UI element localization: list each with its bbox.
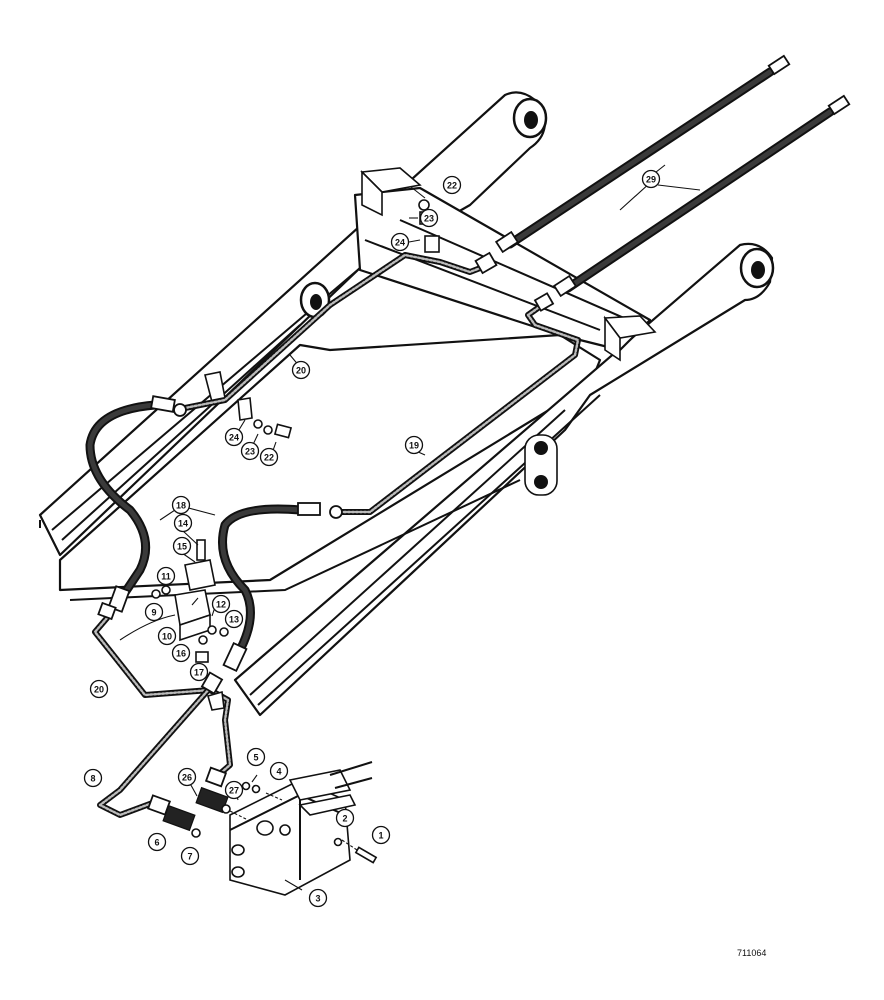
steel-tubes	[92, 252, 581, 818]
callout-c17: 17	[189, 662, 209, 682]
callout-c11: 11	[156, 566, 176, 586]
callout-number: 5	[253, 753, 258, 763]
callout-number: 23	[245, 447, 255, 457]
callout-labels: 1234567891011121314151617181920202222232…	[83, 169, 661, 908]
callout-c19: 19	[404, 435, 424, 455]
valve-fittings	[146, 781, 378, 864]
callout-number: 22	[264, 453, 274, 463]
callout-number: 18	[176, 501, 186, 511]
callout-number: 16	[176, 649, 186, 659]
figure-number: 711064	[737, 948, 766, 958]
callout-number: 10	[162, 632, 172, 642]
callout-number: 4	[276, 767, 281, 777]
boom-pivot-bosses	[299, 97, 775, 496]
callout-number: 23	[424, 214, 434, 224]
callout-c24b: 24	[224, 427, 244, 447]
callout-number: 19	[409, 441, 419, 451]
callout-number: 8	[90, 774, 95, 784]
callout-c1: 1	[371, 825, 391, 845]
callout-number: 29	[646, 175, 656, 185]
callout-c4: 4	[269, 761, 289, 781]
callout-number: 12	[216, 600, 226, 610]
frame-brackets	[204, 167, 657, 404]
callout-number: 3	[315, 894, 320, 904]
callout-c12: 12	[211, 594, 231, 614]
callout-c24a: 24	[390, 232, 410, 252]
callout-number: 2	[342, 814, 347, 824]
callout-c15: 15	[172, 536, 192, 556]
callout-number: 15	[177, 542, 187, 552]
boom-frame	[38, 91, 774, 717]
callout-c2: 2	[335, 808, 355, 828]
pivot-boss-top-right	[739, 247, 775, 289]
callout-c16: 16	[171, 643, 191, 663]
callout-c18: 18	[171, 495, 191, 515]
callout-c27: 27	[224, 780, 244, 800]
callout-c20a: 20	[291, 360, 311, 380]
callout-c23a: 23	[419, 208, 439, 228]
callout-c9: 9	[144, 602, 164, 622]
tube-end-fittings	[204, 251, 555, 788]
hose-support-bracket	[119, 539, 229, 663]
callout-c3: 3	[308, 888, 328, 908]
pivot-boss-lower-right	[524, 434, 558, 496]
control-valve	[229, 761, 373, 896]
callout-c22a: 22	[442, 175, 462, 195]
callout-number: 24	[229, 433, 239, 443]
callout-number: 26	[182, 773, 192, 783]
callout-c14: 14	[173, 513, 193, 533]
callout-c23b: 23	[240, 441, 260, 461]
callout-c5: 5	[246, 747, 266, 767]
callout-number: 6	[154, 838, 159, 848]
pivot-boss-top-left	[512, 97, 548, 139]
callout-c8: 8	[83, 768, 103, 788]
callout-number: 7	[187, 852, 192, 862]
callout-number: 11	[161, 572, 171, 582]
callout-number: 13	[229, 615, 239, 625]
callout-c7: 7	[180, 846, 200, 866]
callout-c22b: 22	[259, 447, 279, 467]
callout-number: 20	[296, 366, 306, 376]
callout-c29: 29	[641, 169, 661, 189]
callout-c6: 6	[147, 832, 167, 852]
callout-number: 20	[94, 685, 104, 695]
hoses-18	[85, 395, 343, 695]
callout-number: 1	[378, 831, 383, 841]
clamp-assembly-lower	[237, 397, 293, 439]
callout-c20b: 20	[89, 679, 109, 699]
lift-hoses-29	[494, 54, 851, 298]
callout-c13: 13	[224, 609, 244, 629]
callout-c10: 10	[157, 626, 177, 646]
callout-number: 14	[178, 519, 188, 529]
callout-number: 27	[229, 786, 239, 796]
callout-c26: 26	[177, 767, 197, 787]
callout-number: 9	[151, 608, 156, 618]
callout-number: 22	[447, 181, 457, 191]
callout-number: 24	[395, 238, 405, 248]
tube-clamp	[207, 690, 225, 711]
callout-number: 17	[194, 668, 204, 678]
